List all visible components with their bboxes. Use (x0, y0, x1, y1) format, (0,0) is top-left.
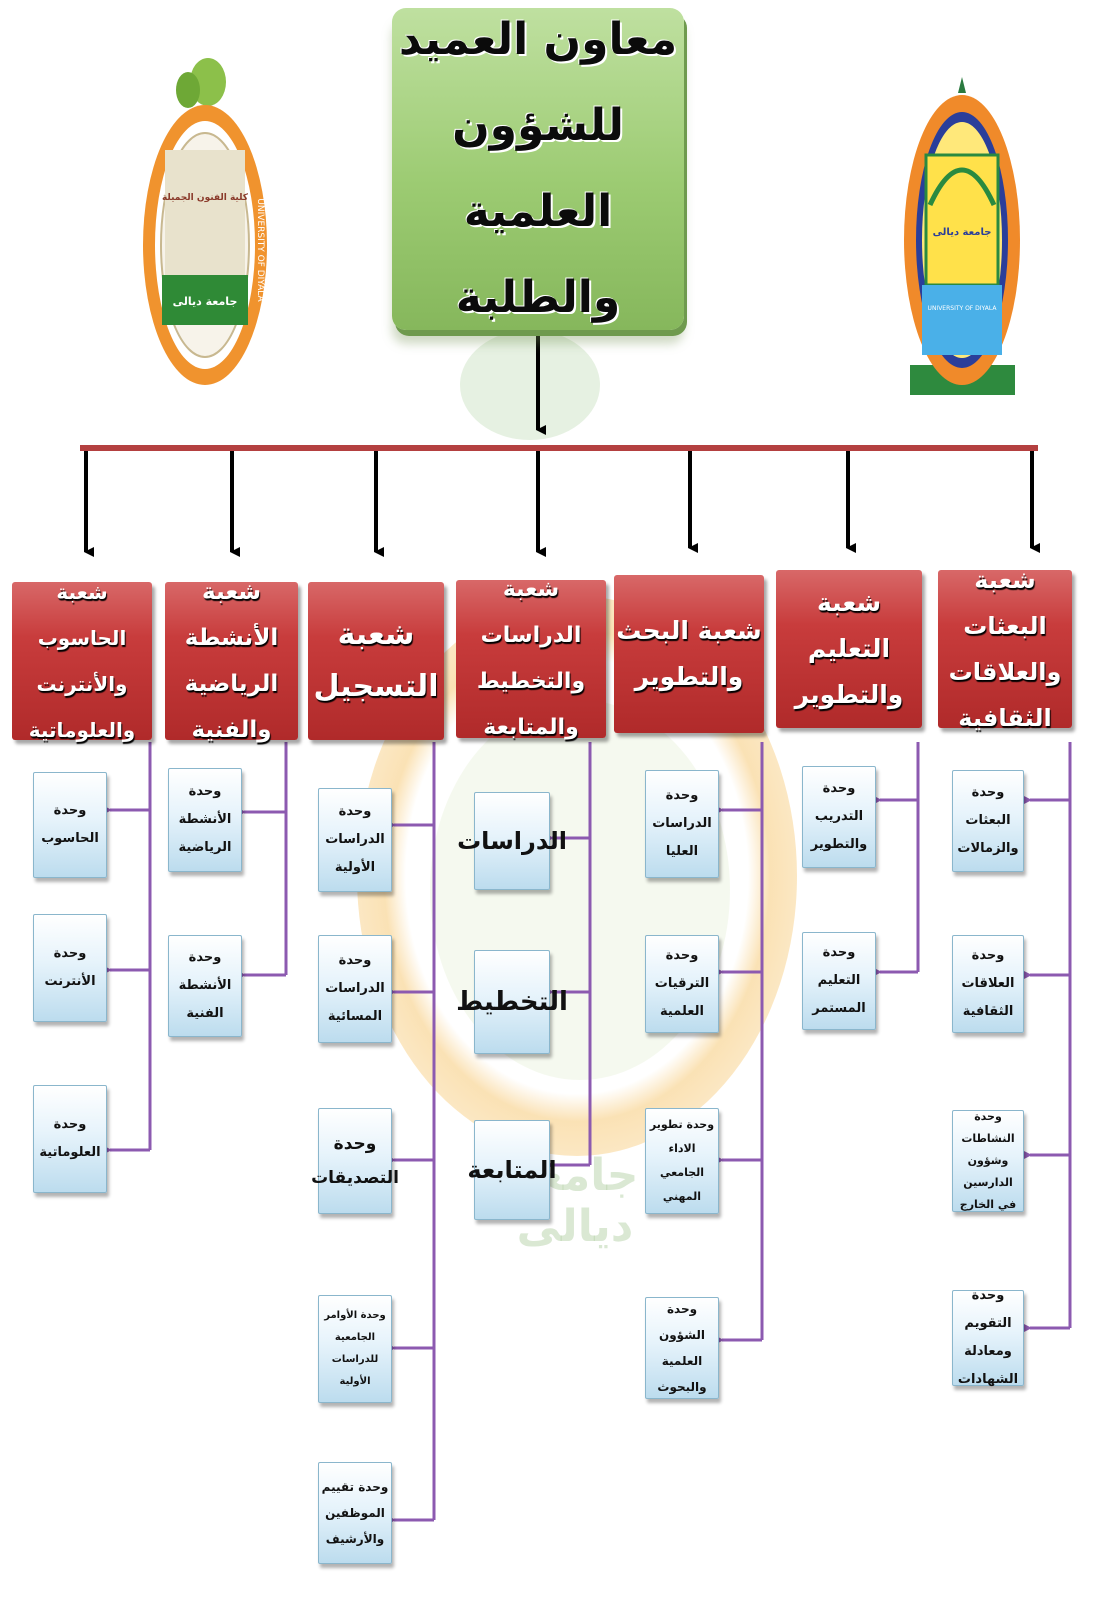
unit-box: وحدة التصديقات (311, 1108, 399, 1214)
dept-label: شعبة الدراسات والتخطيط والمتابعة (476, 577, 586, 740)
unit-label: وحدة الترقيات العلمية (654, 948, 710, 1019)
dept-label: شعبة الأنشطة الرياضية والفنية (184, 579, 279, 743)
unit-box: وحدة التدريب والتطوير (802, 766, 876, 868)
unit-box: وحدة الدراسات الأولية (318, 788, 392, 892)
unit-label: وحدة التقويم ومعادلة الشهادات (957, 1288, 1019, 1387)
unit-box: وحدة الأنشطة الفنية (168, 935, 242, 1037)
dept-scholarships: شعبة البعثات والعلاقات الثقافية (938, 566, 1072, 732)
college-logo: جامعة ديالى UNIVERSITY OF DIYALA كلية ال… (143, 58, 267, 385)
unit-label: وحدة الأنشطة الفنية (178, 950, 232, 1021)
unit-label: وحدة الدراسات العليا (652, 788, 712, 859)
unit-label: وحدة التدريب والتطوير (810, 781, 868, 852)
unit-label: وحدة تطوير الاداء الجامعي المهني (649, 1118, 715, 1203)
dept-label: شعبة التسجيل (313, 617, 439, 704)
unit-label: وحدة التصديقات (311, 1134, 399, 1188)
unit-label: وحدة الأنشطة الرياضية (178, 784, 232, 855)
unit-box: وحدة العلاقات الثقافية (952, 935, 1024, 1033)
unit-box: وحدة الأنترنت (33, 914, 107, 1022)
dept-registration: شعبة التسجيل (308, 582, 444, 740)
dean-assistant-title: معاون العميد للشؤون العلمية والطلبة (398, 14, 678, 323)
unit-box: وحدة التقويم ومعادلة الشهادات (952, 1288, 1024, 1387)
unit-label: وحدة تقييم الموظفين والأرشيف (321, 1480, 389, 1546)
unit-box: وحدة الأوامر الجامعية للدراسات الأولية (318, 1295, 392, 1403)
university-logo: جامعة ديالى UNIVERSITY OF DIYALA (904, 77, 1020, 395)
unit-label: وحدة التعليم المستمر (812, 945, 866, 1016)
unit-box: وحدة تقييم الموظفين والأرشيف (318, 1462, 392, 1564)
dept-research: شعبة البحث والتطوير (614, 575, 764, 733)
dept-label: شعبة البعثات والعلاقات الثقافية (948, 566, 1062, 732)
unit-box: وحدة النشاطات وشؤون الدارسين في الخارج (952, 1110, 1024, 1212)
college-logo-text: جامعة ديالى (173, 295, 238, 308)
dept-education: شعبة التعليم والتطوير (776, 570, 922, 728)
dept-label: شعبة الحاسوب والأنترنت والعلوماتية (28, 580, 136, 742)
unit-box: الدراسات (457, 792, 567, 890)
unit-box: وحدة الدراسات العليا (645, 770, 719, 878)
unit-box: وحدة العلوماتية (33, 1085, 107, 1193)
unit-box: وحدة البعثات والزمالات (952, 770, 1024, 872)
unit-label: التخطيط (456, 987, 568, 1017)
unit-box: وحدة تطوير الاداء الجامعي المهني (645, 1108, 719, 1214)
unit-label: وحدة الشؤون العلمية والبحوث (657, 1302, 707, 1394)
college-logo-ring: UNIVERSITY OF DIYALA (255, 198, 265, 302)
unit-label: وحدة البعثات والزمالات (957, 785, 1019, 856)
unit-label: وحدة الدراسات الأولية (325, 804, 385, 875)
unit-label: وحدة العلوماتية (39, 1117, 101, 1160)
connector-glow (460, 330, 600, 440)
dept-activities: شعبة الأنشطة الرياضية والفنية (165, 579, 298, 743)
unit-label: وحدة الحاسوب (41, 803, 99, 846)
unit-box: وحدة التعليم المستمر (802, 932, 876, 1030)
unit-box: وحدة الدراسات المسائية (318, 935, 392, 1043)
university-logo-ring: UNIVERSITY OF DIYALA (928, 305, 998, 312)
unit-box: وحدة الحاسوب (33, 772, 107, 878)
unit-box: وحدة الشؤون العلمية والبحوث (645, 1297, 719, 1399)
unit-label: المتابعة (467, 1156, 557, 1184)
dept-label: شعبة التعليم والتطوير (794, 588, 904, 709)
university-logo-name: جامعة ديالى (933, 227, 992, 238)
unit-box: وحدة الترقيات العلمية (645, 935, 719, 1033)
unit-box: وحدة الأنشطة الرياضية (168, 768, 242, 872)
dept-computing: شعبة الحاسوب والأنترنت والعلوماتية (12, 580, 152, 742)
dean-assistant-box: معاون العميد للشؤون العلمية والطلبة (392, 8, 684, 330)
unit-label: وحدة الأوامر الجامعية للدراسات الأولية (324, 1310, 386, 1387)
dept-planning: شعبة الدراسات والتخطيط والمتابعة (456, 577, 606, 740)
unit-box: المتابعة (467, 1120, 557, 1220)
dept-label: شعبة البحث والتطوير (616, 616, 762, 691)
unit-label: وحدة الأنترنت (44, 946, 96, 989)
college-logo-name: كلية الفنون الجميلة (162, 193, 249, 203)
unit-label: وحدة العلاقات الثقافية (961, 948, 1015, 1019)
unit-box: التخطيط (456, 950, 568, 1054)
unit-label: وحدة النشاطات وشؤون الدارسين في الخارج (959, 1110, 1017, 1211)
unit-label: وحدة الدراسات المسائية (325, 953, 385, 1024)
unit-label: الدراسات (457, 827, 567, 855)
